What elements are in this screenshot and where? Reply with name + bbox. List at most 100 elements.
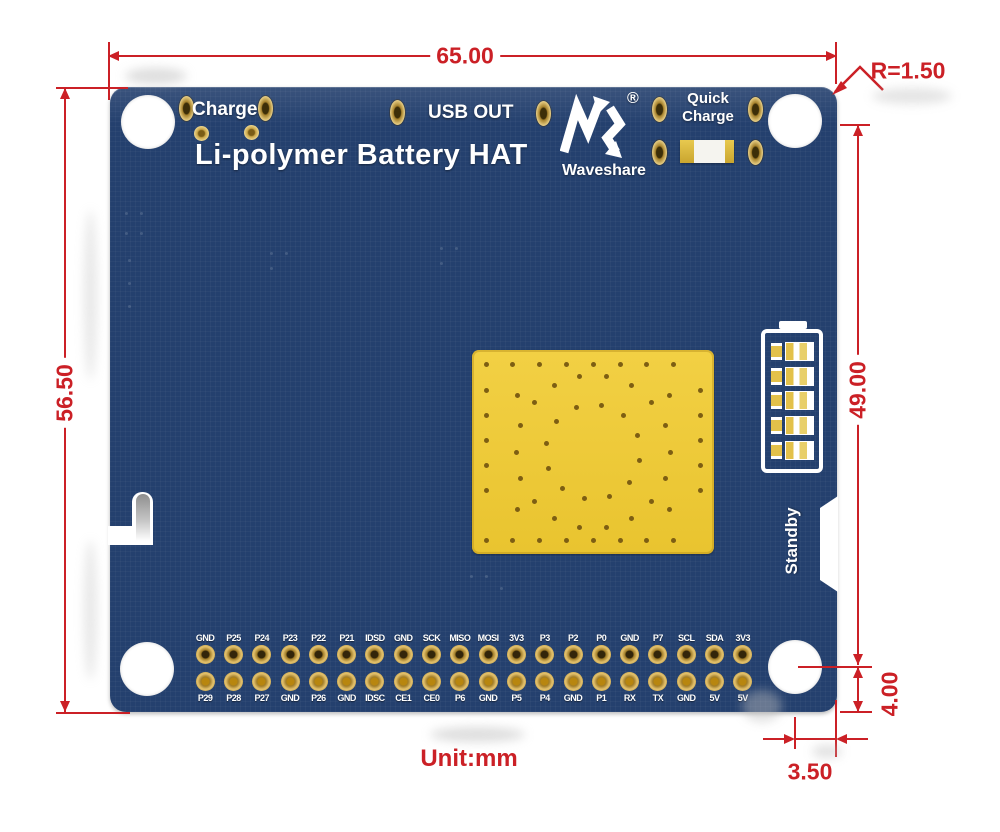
dim-hole-offset-right: 3.50 bbox=[787, 758, 833, 785]
pin-pad bbox=[676, 645, 696, 664]
arrow-up-icon bbox=[853, 125, 863, 136]
battery-led-row bbox=[765, 417, 819, 435]
charge-label: Charge bbox=[192, 99, 258, 120]
led-icon bbox=[786, 392, 813, 410]
pin-pad bbox=[450, 645, 470, 664]
pin-label-top: MISO bbox=[449, 633, 471, 643]
usb-out-pad-left bbox=[390, 100, 405, 125]
pin-label-bottom: GND bbox=[478, 693, 498, 703]
pin-label-top: 3V3 bbox=[509, 633, 524, 643]
dim-tail-left bbox=[763, 738, 787, 740]
pin-pad bbox=[733, 672, 753, 691]
faint-via bbox=[285, 252, 288, 255]
led-icon bbox=[786, 367, 813, 385]
via-dot bbox=[697, 462, 703, 468]
dim-hole-offset-bottom: 4.00 bbox=[876, 671, 903, 717]
ext-line-board-bottom bbox=[840, 711, 872, 713]
pin-pad bbox=[308, 672, 328, 691]
pin-pad bbox=[478, 645, 498, 664]
via-dot bbox=[666, 392, 672, 398]
faint-via bbox=[440, 262, 443, 265]
faint-via bbox=[270, 267, 273, 270]
pin-label-top: IDSD bbox=[365, 633, 385, 643]
dim-line-hole-bottom-offset bbox=[857, 667, 859, 712]
pin-pad bbox=[450, 672, 470, 691]
charge-test-pad-2 bbox=[244, 125, 259, 140]
pin-label-bottom: GND bbox=[676, 693, 696, 703]
pin-label-bottom: CE0 bbox=[423, 693, 441, 703]
ext-line-left-bottom bbox=[56, 712, 130, 714]
pin-pad bbox=[648, 645, 668, 664]
faint-via bbox=[128, 259, 131, 262]
via-dot bbox=[671, 537, 677, 543]
pin-label-top: P24 bbox=[254, 633, 269, 643]
pin-pad bbox=[393, 672, 413, 691]
charge-test-pad-1 bbox=[194, 126, 209, 141]
pin-label-top: P25 bbox=[226, 633, 241, 643]
pin-pad bbox=[676, 672, 696, 691]
corner-radius-leader bbox=[832, 65, 884, 95]
pin-label-top: SCL bbox=[677, 633, 695, 643]
pin-pad bbox=[422, 672, 442, 691]
pin-label-top: P7 bbox=[652, 633, 664, 643]
arrow-down-icon bbox=[60, 701, 70, 712]
faint-via bbox=[140, 232, 143, 235]
battery-icon-tab bbox=[779, 321, 807, 329]
arrow-left-icon bbox=[108, 51, 119, 61]
mounting-hole-top-left bbox=[121, 95, 175, 149]
led-icon bbox=[786, 342, 813, 360]
pin-label-top: GND bbox=[620, 633, 639, 643]
via-dot bbox=[577, 373, 583, 379]
watermark-blur bbox=[430, 727, 525, 742]
watermark-blur bbox=[84, 540, 97, 680]
quick-charge-pad-4 bbox=[748, 140, 763, 165]
pin-label-top: SDA bbox=[705, 633, 724, 643]
faint-via bbox=[455, 247, 458, 250]
ext-line-top-right bbox=[835, 42, 837, 84]
pin-label-top: P23 bbox=[282, 633, 298, 643]
led-icon bbox=[786, 442, 813, 460]
faint-via bbox=[270, 252, 273, 255]
via-dot bbox=[629, 382, 634, 388]
via-dot bbox=[617, 361, 623, 367]
via-dot bbox=[537, 537, 543, 543]
led-icon bbox=[771, 442, 782, 460]
battery-led-row bbox=[765, 342, 819, 360]
pin-pad bbox=[223, 672, 243, 691]
faint-via bbox=[440, 247, 443, 250]
faint-via bbox=[500, 587, 503, 590]
pin-label-top: 3V3 bbox=[735, 633, 751, 643]
pin-pad bbox=[195, 645, 215, 664]
via-dot bbox=[514, 392, 520, 398]
watermark-blur bbox=[84, 210, 97, 380]
via-dot bbox=[603, 525, 609, 531]
arrow-down-icon bbox=[853, 654, 863, 665]
dim-board-width: 65.00 bbox=[430, 42, 500, 70]
pin-pad bbox=[704, 672, 724, 691]
mounting-hole-top-right bbox=[768, 94, 822, 148]
pin-label-top: MOSI bbox=[477, 633, 500, 643]
via-dot bbox=[649, 400, 655, 405]
via-dot bbox=[598, 403, 604, 409]
led-icon bbox=[771, 392, 782, 410]
registered-trademark-symbol: ® bbox=[627, 90, 639, 107]
watermark-blur bbox=[812, 745, 842, 758]
battery-level-indicator bbox=[761, 329, 823, 473]
pin-pad bbox=[280, 645, 300, 664]
pin-pad bbox=[535, 672, 555, 691]
via-dot bbox=[510, 361, 516, 367]
right-edge-notch bbox=[820, 496, 838, 592]
pin-label-bottom: GND bbox=[337, 693, 356, 703]
pin-label-bottom: P1 bbox=[596, 693, 607, 703]
via-dot bbox=[552, 516, 557, 522]
pin-pad bbox=[535, 645, 555, 664]
via-dot bbox=[697, 487, 703, 493]
waveshare-logo-icon bbox=[560, 94, 626, 158]
smd-component bbox=[680, 140, 734, 163]
via-dot bbox=[582, 495, 588, 501]
